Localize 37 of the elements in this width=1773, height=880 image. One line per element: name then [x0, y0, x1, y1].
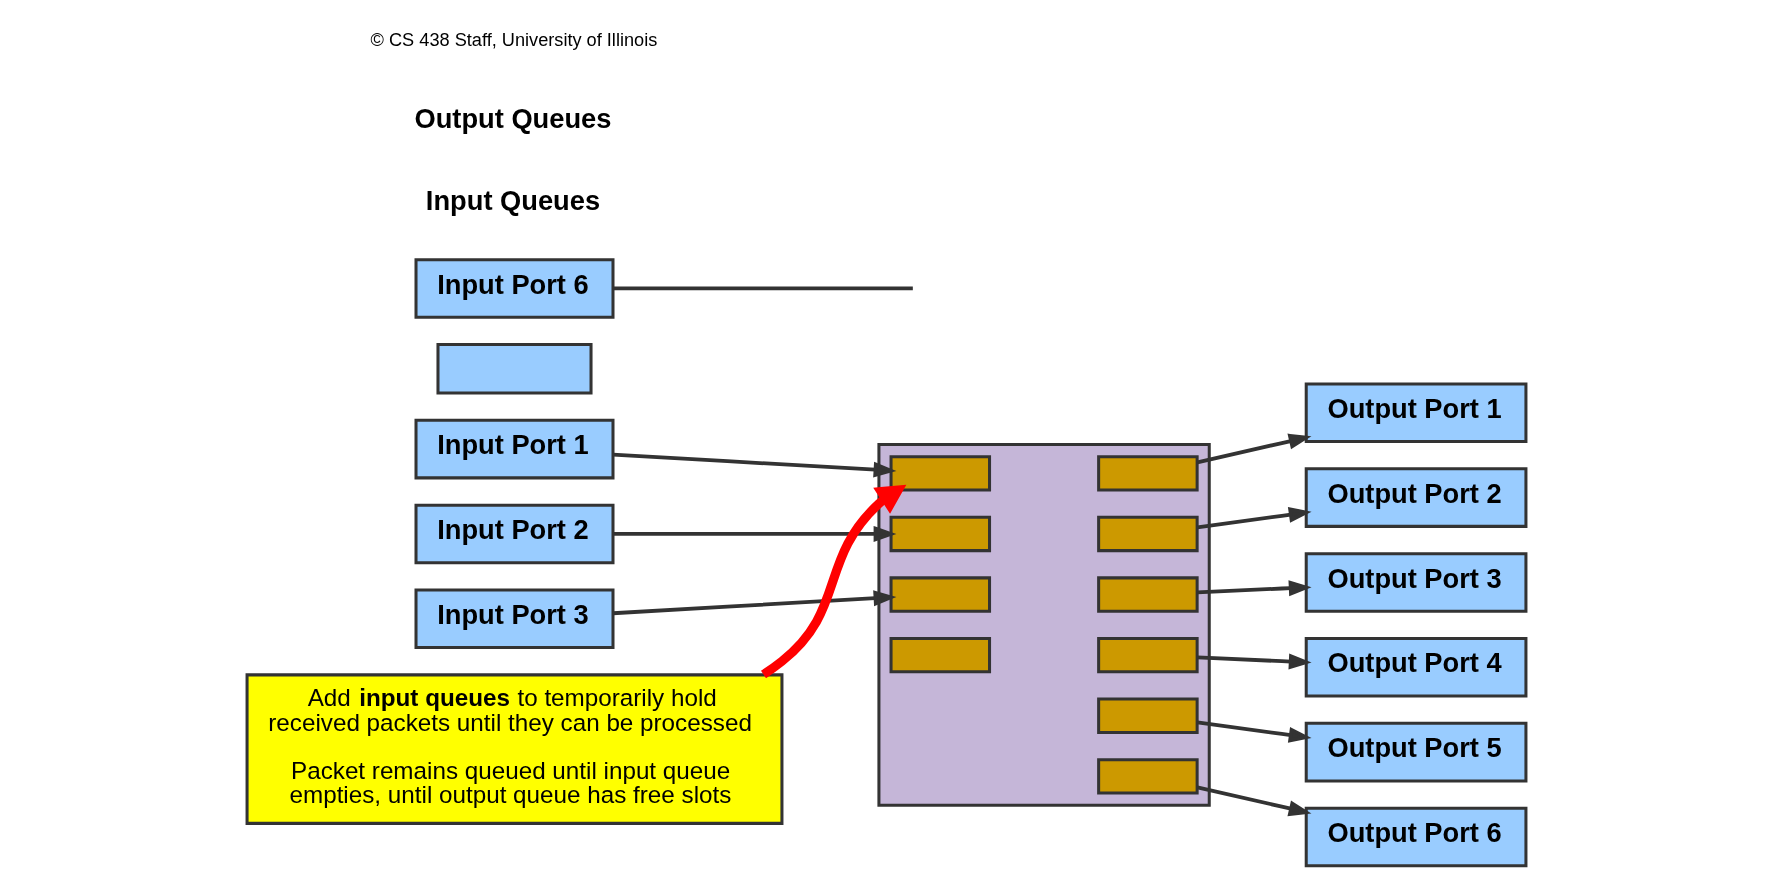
node-box: Input Port 3: [414, 588, 615, 650]
label: © CS 438 Staff, University of Illinois: [370, 30, 658, 51]
node-box: Input Port 2: [414, 503, 615, 565]
arrow: [1197, 720, 1312, 743]
arrow: [1197, 433, 1312, 465]
arrow: [1197, 580, 1312, 597]
label: Output Queues: [414, 103, 612, 135]
node-box: Add input queues to temporarily hold received packets until they can be processed Packet remains queued until input queue empties, until output queue has free slots: [245, 673, 784, 825]
node-box: Input Port 1: [414, 418, 615, 480]
arrow: [1197, 785, 1312, 817]
arrow: [612, 452, 897, 478]
connector: [613, 286, 913, 291]
arrow: [1197, 653, 1312, 670]
label: Input Queues: [425, 185, 601, 217]
node-bar: [1097, 576, 1199, 613]
node-box: Output Port 3: [1304, 552, 1528, 613]
node-bar: [1097, 697, 1199, 734]
node-box: Output Port 4: [1304, 637, 1528, 698]
node-bar: [1097, 758, 1199, 795]
node-bar: [1097, 637, 1199, 674]
arrow: [1197, 506, 1312, 530]
node-box: [436, 343, 593, 395]
node-box: Input Port 6: [414, 258, 615, 319]
node-bar: [889, 455, 992, 492]
node-bar: [1097, 515, 1199, 553]
arrow: [613, 525, 897, 542]
node-box: Output Port 2: [1304, 467, 1528, 528]
node-bar: [1097, 455, 1199, 492]
node-bar: [889, 515, 992, 553]
cluster: [877, 443, 1211, 807]
arrow: [760, 484, 907, 679]
node-box: Output Port 5: [1304, 721, 1528, 783]
node-box: Output Port 6: [1304, 806, 1528, 868]
node-bar: [889, 576, 992, 613]
node-bar: [889, 637, 992, 674]
arrow: [612, 590, 897, 616]
node-box: Output Port 1: [1304, 382, 1528, 444]
